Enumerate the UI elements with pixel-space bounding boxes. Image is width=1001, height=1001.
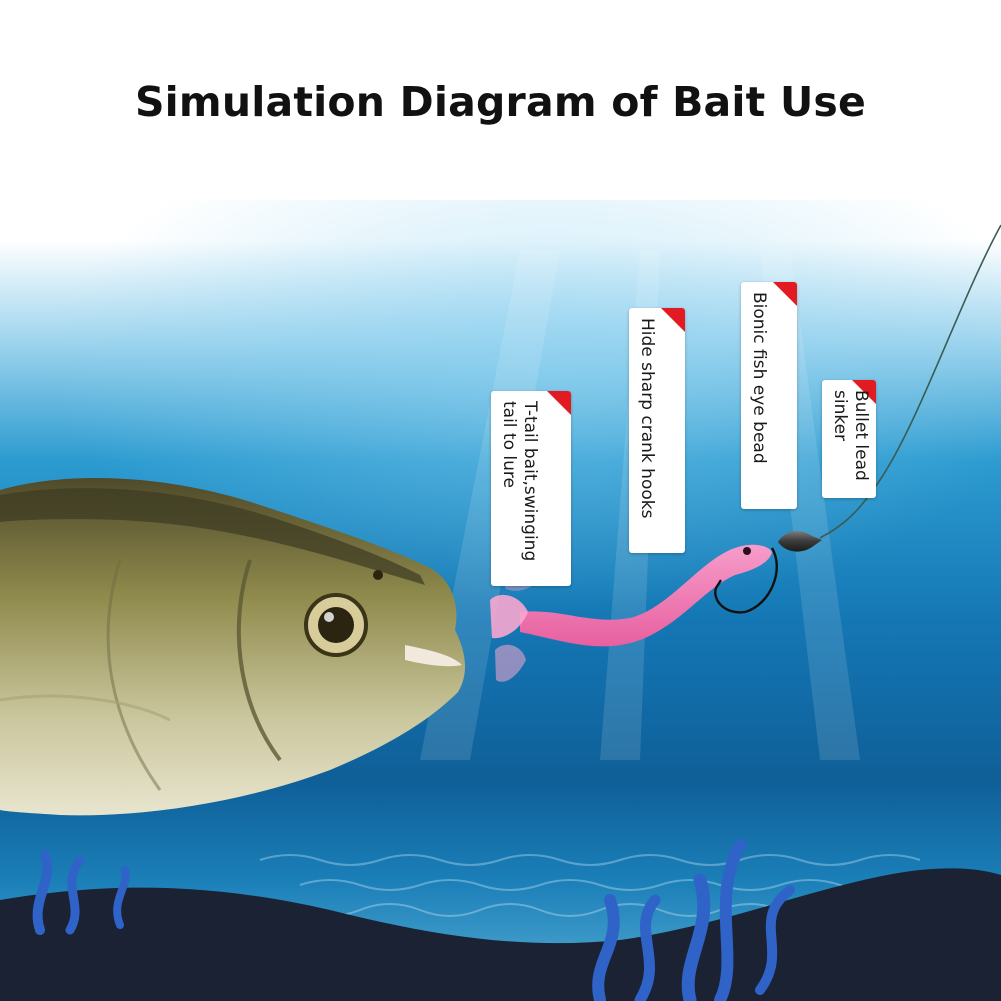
label-crank-hooks: Hide sharp crank hooks (629, 308, 685, 553)
seabed (0, 868, 1001, 1001)
label-corner (852, 380, 876, 404)
fish (0, 478, 466, 816)
bait-eye-bead (743, 547, 751, 555)
label-corner (547, 391, 571, 415)
label-t-tail-text: T-tail bait,swinging tail to lure (499, 401, 540, 562)
crank-hook (714, 547, 778, 614)
bullet-sinker (778, 531, 822, 552)
label-eye-bead-text: Bionic fish eye bead (749, 292, 769, 464)
seaweed (32, 839, 795, 1001)
label-sinker-text: Bullet lead sinker (830, 390, 871, 481)
fishing-line (819, 224, 1001, 539)
label-hooks-text: Hide sharp crank hooks (637, 318, 657, 519)
page-title: Simulation Diagram of Bait Use (134, 78, 867, 126)
label-corner (773, 282, 797, 306)
label-bullet-sinker: Bullet lead sinker (822, 380, 876, 498)
label-eye-bead: Bionic fish eye bead (741, 282, 797, 509)
label-corner (661, 308, 685, 332)
label-t-tail-bait: T-tail bait,swinging tail to lure (491, 391, 571, 586)
